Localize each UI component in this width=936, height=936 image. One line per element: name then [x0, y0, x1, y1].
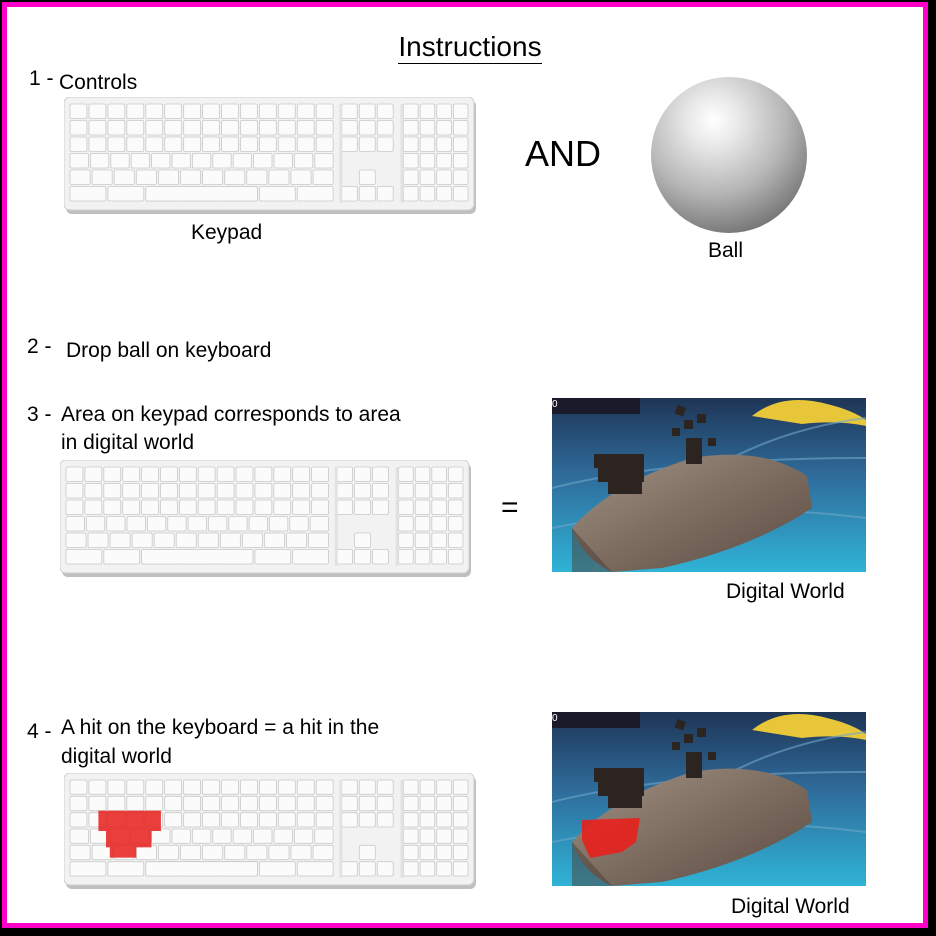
and-label: AND — [525, 133, 602, 174]
step-3-number: 3 - — [27, 403, 52, 426]
step-4-number: 4 - — [27, 720, 52, 743]
step-2-text: Drop ball on keyboard — [66, 339, 272, 362]
keyboard-image — [60, 460, 471, 577]
digital-world-screenshot-hit: 0 — [552, 712, 866, 886]
keypad-label: Keypad — [191, 221, 263, 244]
hit-area — [582, 818, 640, 858]
digital-world-label-4: Digital World — [731, 895, 850, 918]
screenshot-counter: 0 — [552, 713, 558, 724]
page-title: Instructions — [398, 31, 542, 64]
instructions-panel: Instructions 1 - Controls Keypad AND Bal… — [2, 2, 928, 928]
screenshot-counter: 0 — [552, 399, 558, 410]
digital-world-screenshot: 0 — [552, 398, 866, 572]
digital-world-label-3: Digital World — [726, 580, 845, 603]
step-3-line2: in digital world — [61, 431, 195, 454]
step-3-line1: Area on keypad corresponds to area — [61, 403, 401, 426]
step-4-line2: digital world — [61, 745, 172, 768]
ball-image — [651, 77, 807, 233]
keyboard-image-with-hit — [64, 773, 476, 889]
step-2-number: 2 - — [27, 335, 52, 358]
keyboard-hit-area — [98, 810, 161, 858]
ball-label: Ball — [708, 239, 744, 262]
keyboard-image — [64, 97, 476, 214]
equals-sign: = — [501, 491, 519, 524]
step-4-line1: A hit on the keyboard = a hit in the — [61, 716, 380, 739]
step-1-number: 1 - — [29, 67, 54, 90]
step-1-text: Controls — [59, 71, 138, 94]
